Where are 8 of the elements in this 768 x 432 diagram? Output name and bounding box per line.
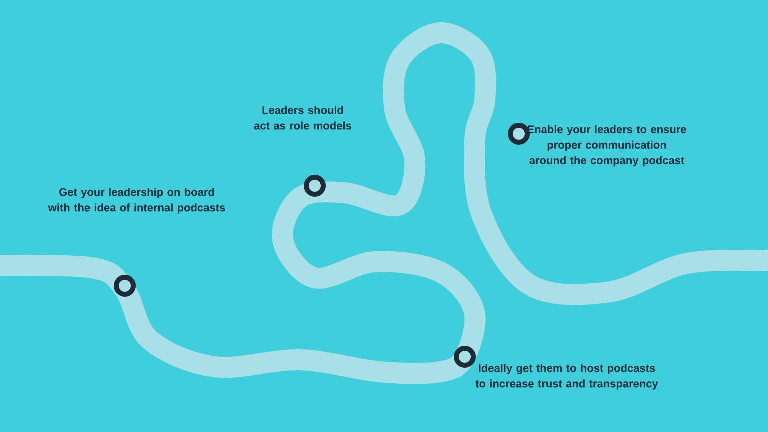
- milestone-text: Get your leadership on board with the idea of internal podcasts: [48, 188, 226, 214]
- milestone-marker: [114, 275, 136, 297]
- milestone-text: Ideally get them to host podcasts to increase trust and transparency: [476, 364, 658, 390]
- milestone-marker: [454, 346, 476, 368]
- milestone-marker: [304, 175, 326, 197]
- milestone-text: Leaders should act as role models: [254, 106, 352, 130]
- milestone-marker: [508, 123, 530, 145]
- milestone-text: Enable your leaders to ensure proper communication around the company podcast: [528, 125, 686, 167]
